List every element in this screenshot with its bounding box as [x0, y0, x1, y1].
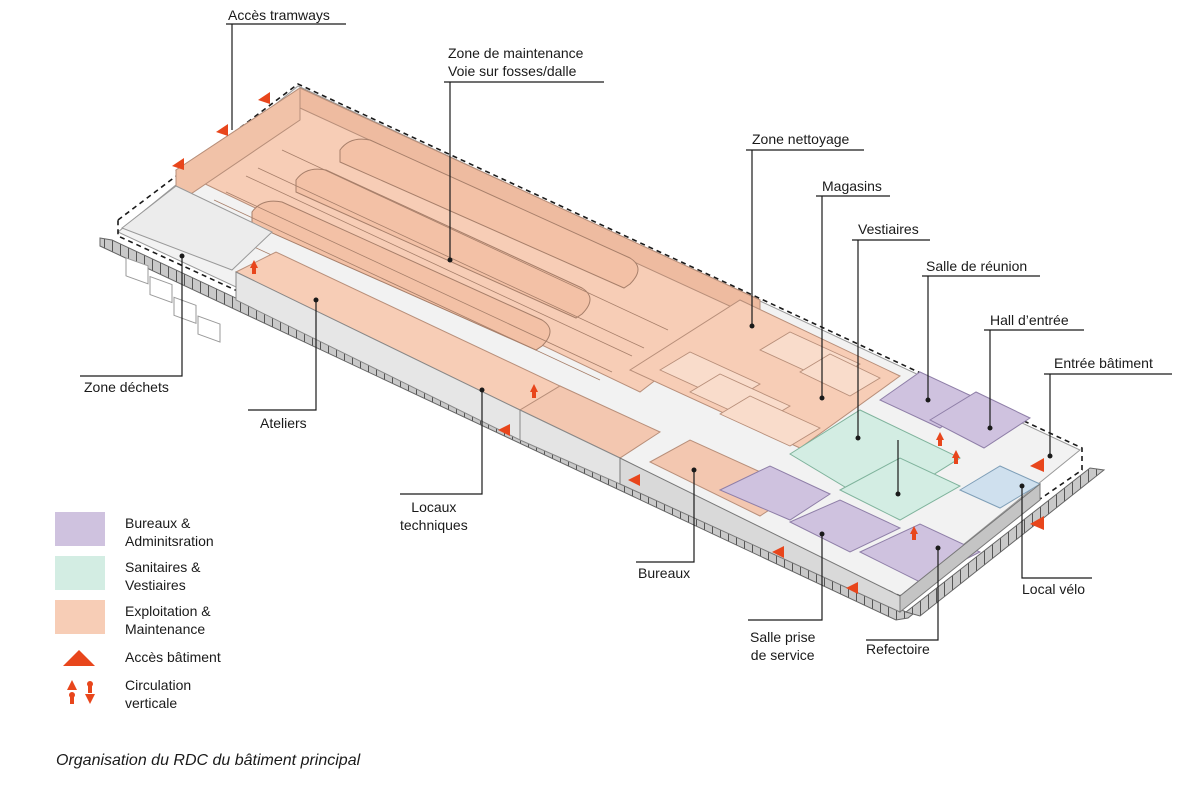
- waste-bins: [125, 257, 221, 343]
- vertical-circulation-markers: [250, 260, 960, 540]
- sanitary-block-2: [838, 457, 962, 521]
- legend-sanitaires-line2: Vestiaires: [125, 577, 186, 593]
- label-zone-nettoyage: Zone nettoyage: [752, 131, 850, 147]
- label-acces-tramways: Accès tramways: [228, 7, 330, 23]
- legend-acces-line1: Accès bâtiment: [125, 649, 221, 665]
- label-vestiaires: Vestiaires: [858, 221, 919, 237]
- label-salle-prise-service: Salle prise de service: [750, 628, 815, 664]
- label-salle-prise-line1: Salle prise: [750, 629, 816, 645]
- legend-circulation-line1: Circulation: [125, 677, 192, 693]
- label-locaux-techniques-line2: techniques: [400, 517, 468, 533]
- label-ateliers: Ateliers: [260, 415, 307, 431]
- label-zone-maintenance-line1: Zone de maintenance: [448, 45, 584, 61]
- legend-exploitation-line1: Exploitation &: [125, 603, 211, 619]
- label-locaux-techniques-line1: Locaux: [411, 499, 457, 515]
- label-magasins: Magasins: [822, 178, 882, 194]
- legend-text-exploitation: Exploitation & Maintenance: [125, 602, 211, 638]
- legend-bureaux-line2: Adminitsration: [125, 533, 214, 549]
- legend-text-sanitaires: Sanitaires & Vestiaires: [125, 558, 200, 594]
- service-room: [788, 499, 902, 553]
- legend: Bureaux & Adminitsration Sanitaires & Ve…: [55, 512, 315, 712]
- legend-exploitation-line2: Maintenance: [125, 621, 206, 637]
- access-triangle-icon: [63, 650, 95, 666]
- label-zone-maintenance-line2: Voie sur fosses/dalle: [448, 63, 577, 79]
- label-zone-maintenance: Zone de maintenance Voie sur fosses/dall…: [448, 44, 583, 80]
- legend-text-acces: Accès bâtiment: [125, 648, 221, 666]
- side-facade-right: [899, 482, 1041, 614]
- label-salle-prise-line2: de service: [750, 647, 815, 663]
- legend-sanitaires-line1: Sanitaires &: [125, 559, 201, 575]
- tram-vehicles: [251, 138, 639, 351]
- label-refectoire: Refectoire: [866, 641, 930, 657]
- label-local-velo: Local vélo: [1022, 581, 1086, 597]
- vertical-circulation-icon: [67, 680, 95, 704]
- refectory: [858, 523, 982, 583]
- legend-text-circulation: Circulation verticale: [125, 676, 191, 712]
- label-entree-batiment: Entrée bâtiment: [1054, 355, 1153, 371]
- building-outline: [117, 83, 1083, 597]
- entrance-hall: [928, 391, 1032, 449]
- rail-track-right: [904, 467, 1106, 617]
- legend-circulation-line2: verticale: [125, 695, 178, 711]
- swatch-exploitation: [55, 600, 105, 634]
- label-zone-dechets: Zone déchets: [84, 379, 169, 395]
- figure-caption: Organisation du RDC du bâtiment principa…: [56, 752, 361, 769]
- offices-admin: [718, 465, 832, 521]
- label-salle-reunion: Salle de réunion: [926, 258, 1028, 274]
- label-bureaux: Bureaux: [638, 565, 691, 581]
- legend-bureaux-line1: Bureaux &: [125, 515, 191, 531]
- waste-zone: [120, 185, 273, 271]
- store-shelves: [659, 331, 881, 447]
- swatch-sanitaires: [55, 556, 105, 590]
- access-triangle-markers: [172, 92, 1044, 594]
- leader-lines: [80, 23, 1172, 641]
- label-locaux-techniques: Locaux techniques: [400, 498, 468, 534]
- label-hall-entree: Hall d’entrée: [990, 312, 1069, 328]
- leader-dots: [179, 253, 1053, 551]
- legend-text-bureaux: Bureaux & Adminitsration: [125, 514, 214, 550]
- swatch-bureaux: [55, 512, 105, 546]
